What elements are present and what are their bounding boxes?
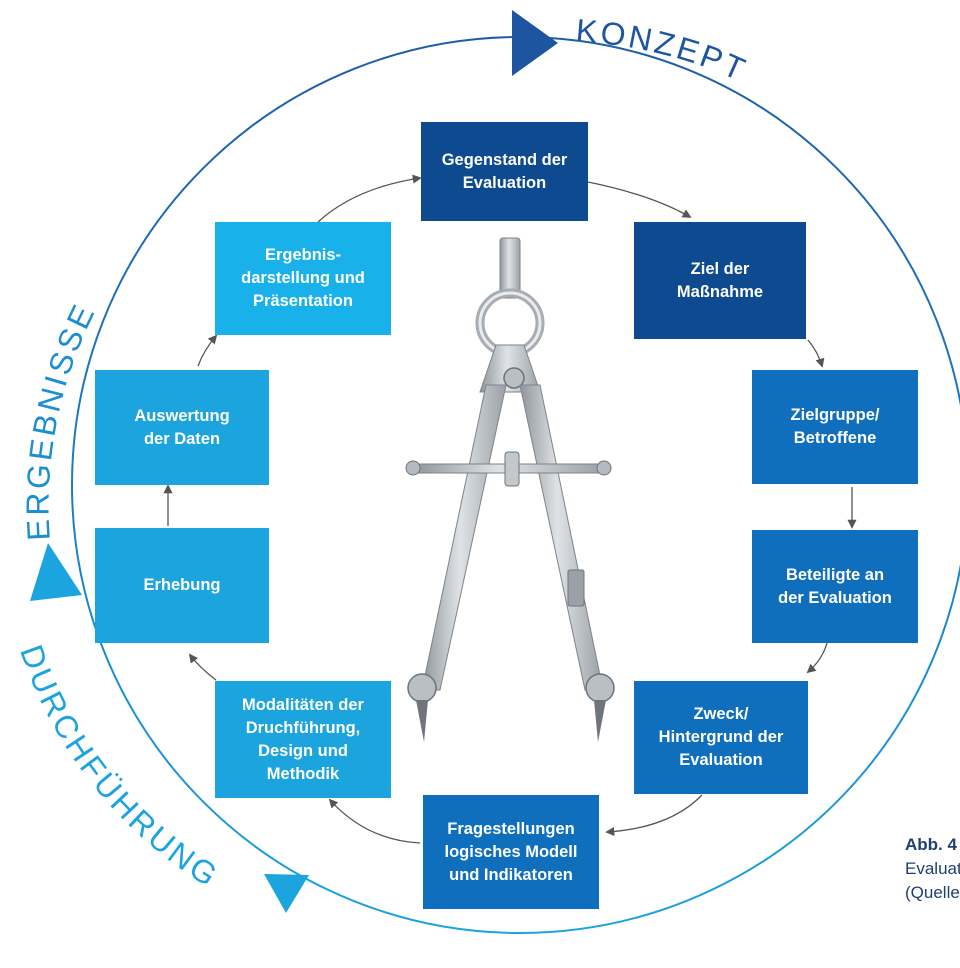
- step-ergebnisdarstellung: Ergebnis- darstellung und Präsentation: [215, 222, 391, 335]
- step-gegenstand-der-evaluation: Gegenstand der Evaluation: [421, 122, 588, 221]
- ring-arrow-left: [30, 543, 82, 601]
- step-arrows: [163, 174, 857, 844]
- arrow-fragestellungen-to-modalitaeten: [328, 798, 421, 844]
- figure-caption: Abb. 4 Evaluation (Quelle: [905, 833, 960, 905]
- step-zielgruppe-betroffene: Zielgruppe/ Betroffene: [752, 370, 918, 484]
- arrow-ergebnisdarstellung-to-gegenstand: [317, 174, 422, 223]
- figure-caption-line3: (Quelle: [905, 883, 960, 902]
- arrow-auswertung-to-ergebnisdarstellung: [197, 334, 218, 367]
- drawing-compass-illustration: [405, 237, 615, 742]
- figure-caption-label: Abb. 4: [905, 835, 957, 854]
- step-zweck-hintergrund: Zweck/ Hintergrund der Evaluation: [634, 681, 808, 794]
- arrow-modalitaeten-to-erhebung: [188, 653, 217, 681]
- arrow-gegenstand-to-ziel: [587, 181, 692, 218]
- phase-label-durchfuehrung: DURCHFÜHRUNG: [13, 640, 226, 895]
- ring-arrow-top: [512, 10, 558, 76]
- phase-label-ergebnisse: ERGEBNISSE: [20, 297, 103, 542]
- step-modalitaeten: Modalitäten der Druchführung, Design und…: [215, 681, 391, 798]
- step-auswertung-der-daten: Auswertung der Daten: [95, 370, 269, 485]
- arrow-ziel-to-zielgruppe: [807, 339, 825, 368]
- figure-caption-line2: Evaluation: [905, 859, 960, 878]
- step-beteiligte-an-der-evaluation: Beteiligte an der Evaluation: [752, 530, 918, 643]
- arrow-beteiligte-to-zweck: [806, 642, 828, 674]
- arrow-zweck-to-fragestellungen: [605, 794, 703, 837]
- step-ziel-der-massnahme: Ziel der Maßnahme: [634, 222, 806, 339]
- ring-arrow-bottom-left: [264, 874, 309, 913]
- step-erhebung: Erhebung: [95, 528, 269, 643]
- step-fragestellungen: Fragestellungen logisches Modell und Ind…: [423, 795, 599, 909]
- phase-label-konzept: KONZEPT: [574, 12, 752, 89]
